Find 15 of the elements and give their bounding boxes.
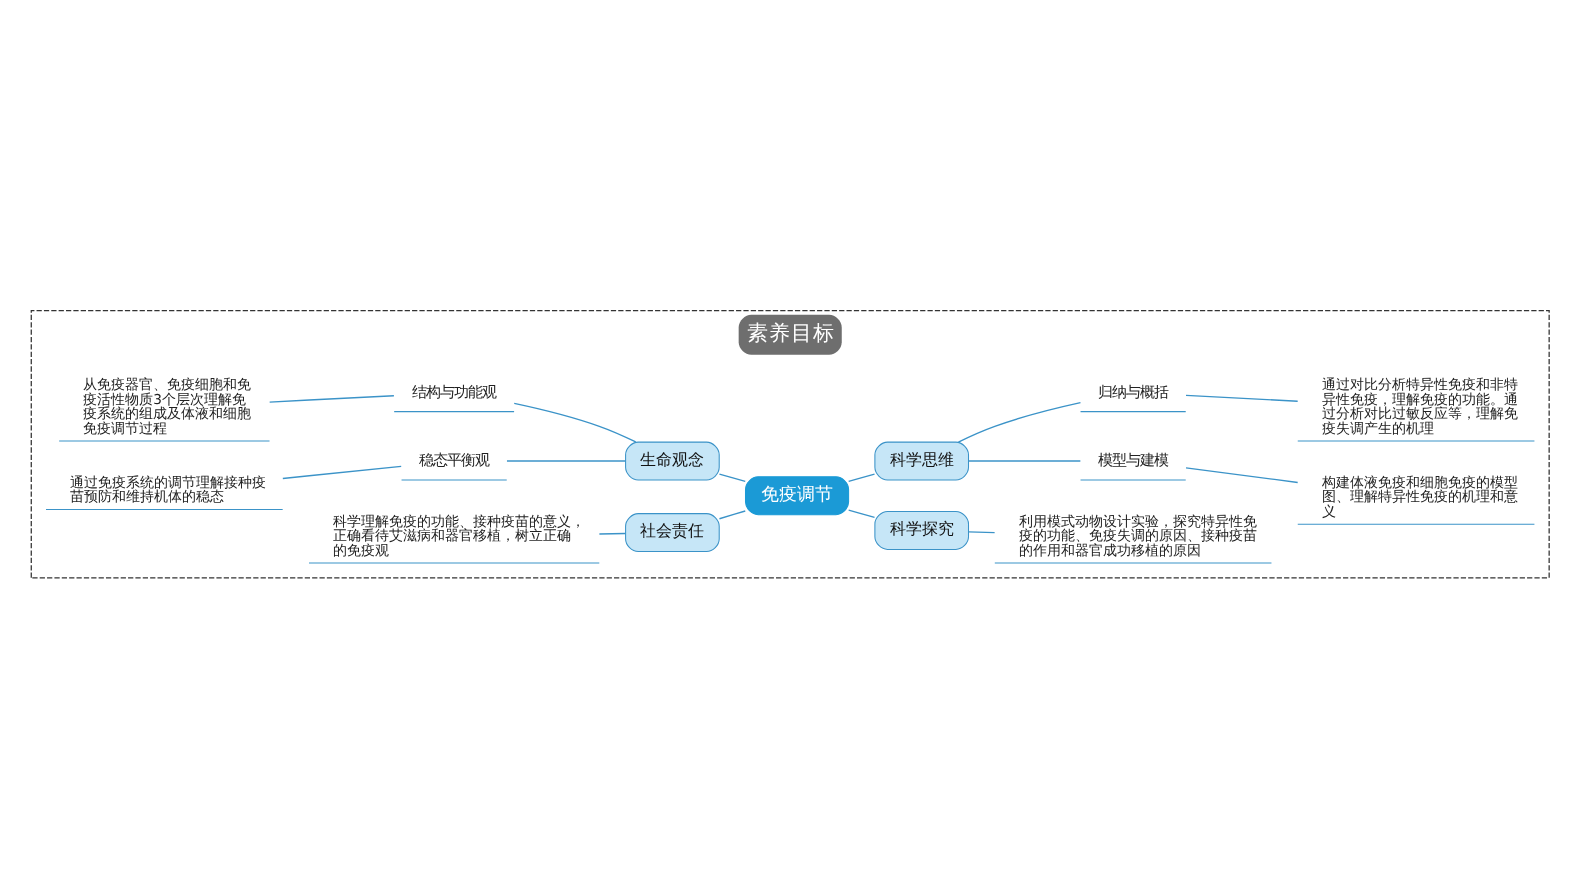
connector xyxy=(957,400,1082,442)
connector xyxy=(968,530,996,533)
connector xyxy=(1185,466,1299,483)
connector xyxy=(506,459,627,461)
connector xyxy=(1185,393,1299,401)
connector xyxy=(513,401,637,442)
connector xyxy=(598,531,626,534)
connector xyxy=(282,464,402,479)
connector xyxy=(718,509,746,519)
connector xyxy=(268,394,395,402)
connector xyxy=(718,472,746,482)
connector xyxy=(968,459,1082,461)
node-box: 免疫调节 xyxy=(745,475,850,515)
connector xyxy=(847,508,876,518)
connector xyxy=(847,472,876,482)
